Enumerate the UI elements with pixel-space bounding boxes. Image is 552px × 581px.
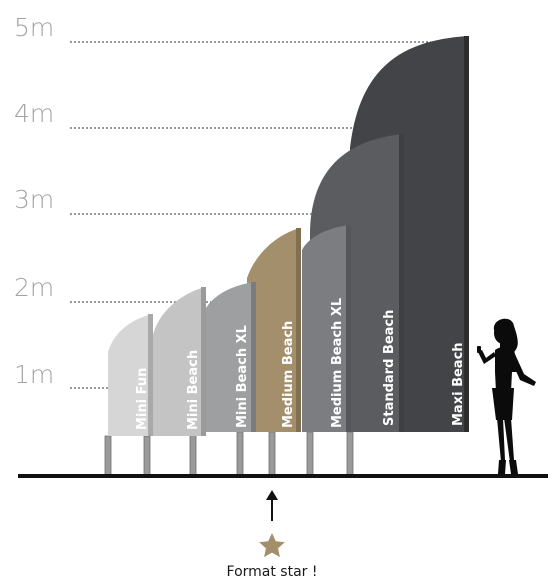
format-star-caption: Format star ! [227,564,318,580]
flag-mini-fun-edge [148,314,153,436]
flag-mini-beach-edge [201,287,206,436]
pole-medium-beach [236,431,244,477]
flag-medium-beach [247,228,300,432]
star-icon [259,533,285,558]
flag-label-medium-beach: Medium Beach [281,321,296,428]
flag-maxi-beach-edge [464,36,469,432]
flag-mini-beach [152,287,205,436]
flag-label-maxi-beach: Maxi Beach [451,342,466,426]
flag-medium-beach-xl [302,225,350,432]
pole-medium-beach-xl [268,431,276,477]
scale-label-2m: 2m [14,273,54,302]
format-star-highlight: Format star ! [227,490,318,580]
pole-mini-fun [104,435,112,477]
flag-medium-beach-xl-edge [346,225,351,432]
pole-maxi-beach [346,431,354,477]
pole-standard-beach [306,431,314,477]
scale-label-3m: 3m [14,185,54,214]
scale-label-4m: 4m [14,99,54,128]
flag-mini-fun [108,314,152,436]
pole-mini-beach [143,435,151,477]
flag-standard-beach-edge [399,134,404,432]
flag-label-mini-beach: Mini Beach [186,350,201,430]
flag-label-standard-beach: Standard Beach [382,310,397,426]
flag-medium-beach-edge [296,228,301,432]
flag-mini-beach-xl [206,282,255,432]
height-scale: 5m 4m 3m 2m 1m [14,13,468,389]
scale-label-1m: 1m [14,360,54,389]
woman-on-phone-silhouette-icon [477,318,536,474]
arrow-up-head [266,490,278,500]
flag-labels: Mini Fun Mini Beach Mini Beach XL Medium… [135,298,466,430]
flag-mini-beach-xl-edge [251,282,256,432]
flags [108,36,469,436]
flag-label-mini-beach-xl: Mini Beach XL [235,325,250,428]
flag-label-mini-fun: Mini Fun [135,368,150,430]
pole-mini-beach-xl [189,431,197,477]
scale-label-5m: 5m [14,13,54,42]
flag-label-medium-beach-xl: Medium Beach XL [330,298,345,428]
flag-poles [104,431,354,477]
